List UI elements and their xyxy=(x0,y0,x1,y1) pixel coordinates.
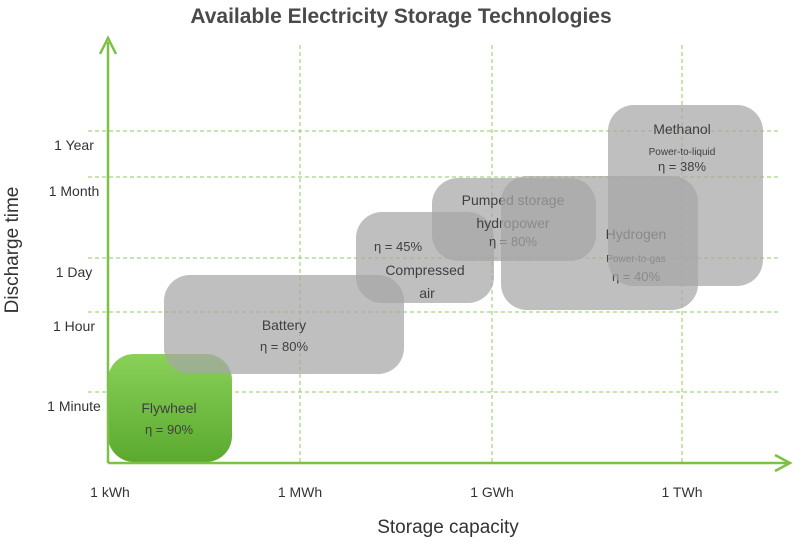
technology-name: Battery xyxy=(262,317,306,333)
technology-bubble xyxy=(164,275,404,374)
technology-efficiency: η = 90% xyxy=(145,422,194,437)
technology-flywheel: Flywheel η = 90% xyxy=(108,354,232,462)
technology-efficiency: η = 80% xyxy=(260,339,309,354)
technology-bubble xyxy=(608,105,763,286)
technology-name: Flywheel xyxy=(141,400,196,416)
technology-battery: Battery η = 80% xyxy=(164,275,404,374)
y-tick-label: 1 Year xyxy=(54,137,94,153)
x-axis-title: Storage capacity xyxy=(377,517,519,538)
chart-title: Available Electricity Storage Technologi… xyxy=(190,5,612,28)
y-tick-label: 1 Month xyxy=(49,183,100,199)
x-axis-arrow xyxy=(774,453,793,473)
technology-name: air xyxy=(419,285,435,301)
y-tick-label: 1 Day xyxy=(56,264,93,280)
y-tick-label: 1 Hour xyxy=(53,318,95,334)
technology-efficiency: η = 38% xyxy=(658,159,707,174)
technology-subtitle: Power-to-liquid xyxy=(649,147,716,158)
y-tick-label: 1 Minute xyxy=(47,398,101,414)
x-tick-label: 1 TWh xyxy=(662,484,703,500)
technology-bubble xyxy=(108,354,232,462)
technology-name: Methanol xyxy=(653,121,711,137)
x-tick-label: 1 GWh xyxy=(470,484,514,500)
technology-efficiency: η = 45% xyxy=(374,239,423,254)
x-tick-label: 1 kWh xyxy=(90,484,130,500)
y-axis-arrow xyxy=(98,35,118,55)
x-tick-label: 1 MWh xyxy=(278,484,322,500)
y-axis-title: Discharge time xyxy=(2,187,23,314)
technology-name: Compressed xyxy=(385,262,464,278)
